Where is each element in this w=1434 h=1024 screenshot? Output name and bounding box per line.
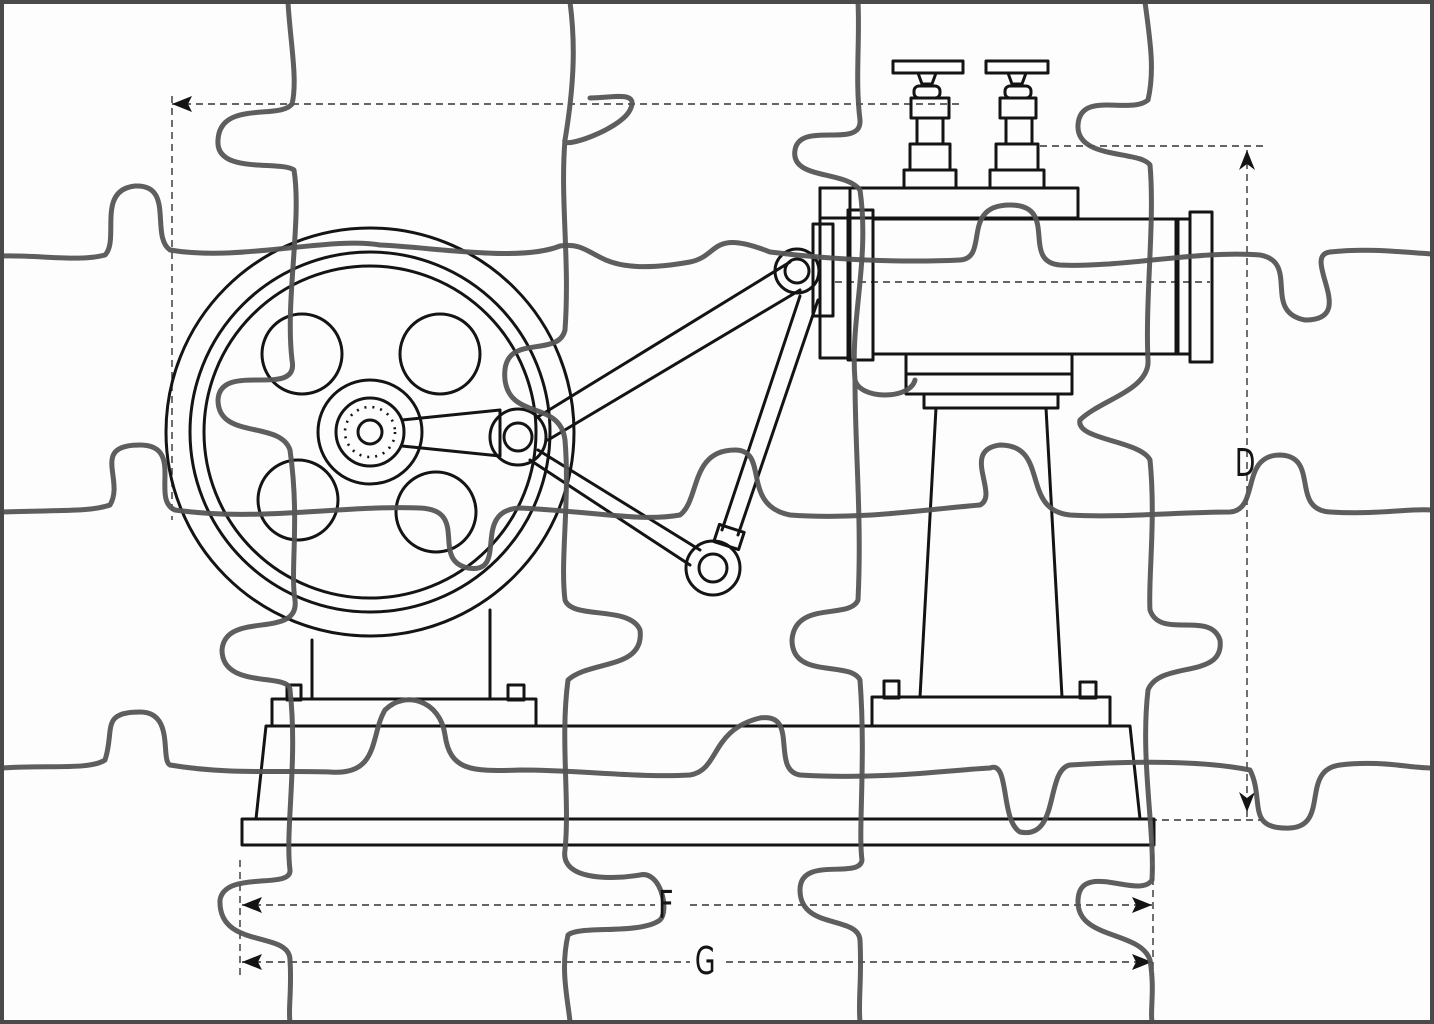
base-plate bbox=[240, 679, 1156, 847]
dimension-lines bbox=[171, 96, 1265, 975]
connecting-rods bbox=[488, 247, 821, 597]
flywheel-bearing-stand bbox=[310, 608, 492, 701]
dimension-label-g: G bbox=[694, 939, 716, 983]
flywheel bbox=[164, 226, 576, 638]
crank-arm bbox=[400, 408, 502, 458]
steam-valves bbox=[891, 59, 1050, 190]
dimension-label-f: F bbox=[658, 883, 674, 927]
dimension-label-d: D bbox=[1234, 441, 1256, 485]
cylinder-pedestal bbox=[918, 406, 1064, 699]
